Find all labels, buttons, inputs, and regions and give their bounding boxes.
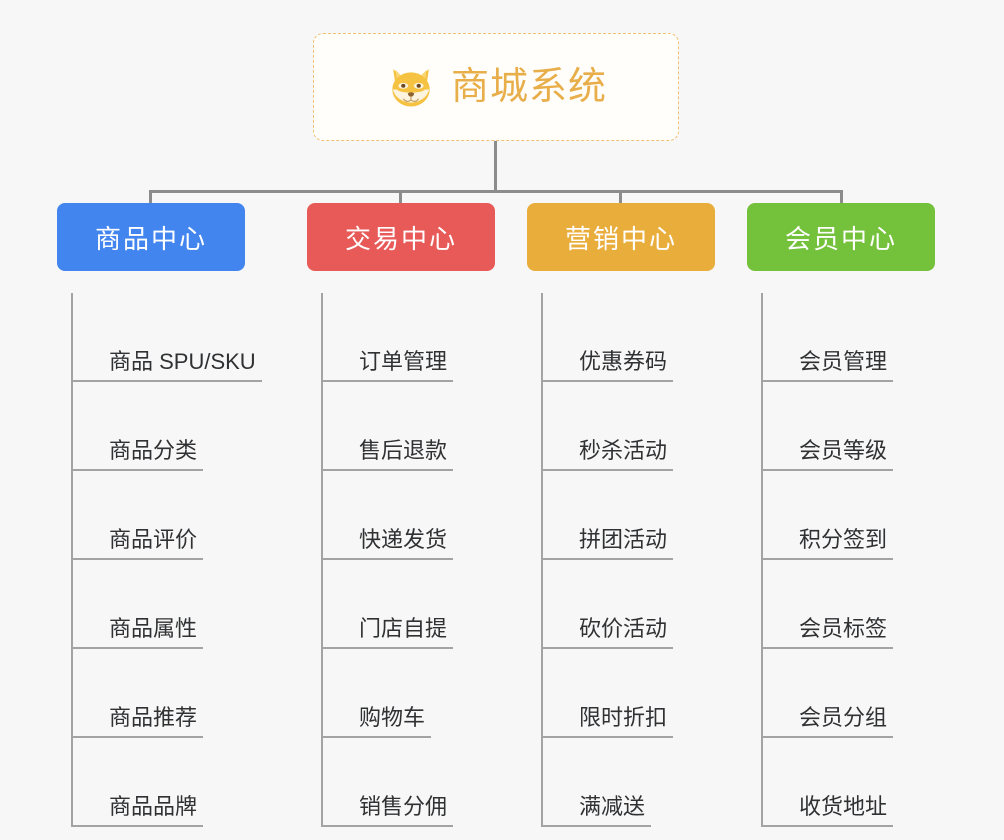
leaf-item-label: 拼团活动 — [575, 526, 674, 560]
leaf-item[interactable]: 商品推荐 — [73, 649, 245, 738]
leaf-item-label: 满减送 — [575, 793, 652, 827]
category-header-product-center[interactable]: 商品中心 — [57, 203, 245, 271]
leaf-item-label: 商品评价 — [105, 526, 204, 560]
connector-drop-trade-center — [399, 190, 402, 208]
leaf-item-label: 门店自提 — [355, 615, 454, 649]
category-header-label: 交易中心 — [344, 223, 457, 254]
leaf-item[interactable]: 商品品牌 — [73, 738, 245, 827]
leaf-list-marketing-center: 优惠券码 秒杀活动 拼团活动 砍价活动 限时折扣 满减送 — [541, 293, 715, 827]
category-header-label: 营销中心 — [564, 223, 677, 254]
leaf-item-label: 限时折扣 — [575, 704, 674, 738]
leaf-list-product-center: 商品 SPU/SKU 商品分类 商品评价 商品属性 商品推荐 商品品牌 — [71, 293, 262, 827]
column-trade-center: 交易中心 订单管理 售后退款 快递发货 门店自提 购物车 销售分佣 — [307, 203, 495, 827]
leaf-item[interactable]: 积分签到 — [763, 471, 935, 560]
leaf-item-label: 商品属性 — [105, 615, 204, 649]
leaf-item[interactable]: 限时折扣 — [543, 649, 715, 738]
leaf-item[interactable]: 商品评价 — [73, 471, 245, 560]
leaf-item[interactable]: 商品属性 — [73, 560, 245, 649]
category-header-member-center[interactable]: 会员中心 — [747, 203, 935, 271]
leaf-item[interactable]: 会员标签 — [763, 560, 935, 649]
leaf-item[interactable]: 拼团活动 — [543, 471, 715, 560]
leaf-item-label: 快递发货 — [355, 526, 454, 560]
leaf-item[interactable]: 收货地址 — [763, 738, 935, 827]
category-header-marketing-center[interactable]: 营销中心 — [527, 203, 715, 271]
connector-drop-marketing-center — [619, 190, 622, 208]
leaf-item-label: 秒杀活动 — [575, 437, 674, 471]
leaf-item-label: 会员标签 — [795, 615, 894, 649]
leaf-item-label: 商品 SPU/SKU — [105, 348, 262, 382]
leaf-item[interactable]: 会员管理 — [763, 293, 935, 382]
leaf-item[interactable]: 满减送 — [543, 738, 715, 827]
leaf-item[interactable]: 快递发货 — [323, 471, 495, 560]
leaf-item[interactable]: 商品分类 — [73, 382, 245, 471]
column-marketing-center: 营销中心 优惠券码 秒杀活动 拼团活动 砍价活动 限时折扣 满减送 — [527, 203, 715, 827]
leaf-item-label: 积分签到 — [795, 526, 894, 560]
category-header-label: 商品中心 — [94, 223, 207, 254]
connector-root-stem — [494, 141, 497, 193]
leaf-list-member-center: 会员管理 会员等级 积分签到 会员标签 会员分组 收货地址 — [761, 293, 935, 827]
leaf-item[interactable]: 砍价活动 — [543, 560, 715, 649]
leaf-item[interactable]: 会员等级 — [763, 382, 935, 471]
leaf-item-label: 商品品牌 — [105, 793, 204, 827]
connector-drop-member-center — [840, 190, 843, 208]
leaf-item[interactable]: 会员分组 — [763, 649, 935, 738]
leaf-item[interactable]: 购物车 — [323, 649, 495, 738]
leaf-item[interactable]: 销售分佣 — [323, 738, 495, 827]
leaf-item-label: 销售分佣 — [355, 793, 454, 827]
root-node-label: 商城系统 — [450, 66, 607, 108]
column-member-center: 会员中心 会员管理 会员等级 积分签到 会员标签 会员分组 收货地址 — [747, 203, 935, 827]
leaf-list-trade-center: 订单管理 售后退款 快递发货 门店自提 购物车 销售分佣 — [321, 293, 495, 827]
leaf-item[interactable]: 门店自提 — [323, 560, 495, 649]
category-header-label: 会员中心 — [784, 223, 897, 254]
leaf-item-label: 优惠券码 — [575, 348, 674, 382]
leaf-item-label: 订单管理 — [355, 348, 454, 382]
leaf-item-label: 售后退款 — [355, 437, 454, 471]
leaf-item[interactable]: 订单管理 — [323, 293, 495, 382]
leaf-item-label: 会员管理 — [795, 348, 894, 382]
leaf-item-label: 会员分组 — [795, 704, 894, 738]
connector-horizontal-bus — [149, 190, 843, 193]
category-header-trade-center[interactable]: 交易中心 — [307, 203, 495, 271]
leaf-item-label: 砍价活动 — [575, 615, 674, 649]
connector-drop-product-center — [149, 190, 152, 208]
shiba-inu-dog-face-icon — [392, 69, 430, 107]
leaf-item-label: 收货地址 — [795, 793, 894, 827]
column-product-center: 商品中心 商品 SPU/SKU 商品分类 商品评价 商品属性 商品推荐 商品品牌 — [57, 203, 262, 827]
leaf-item-label: 购物车 — [355, 704, 432, 738]
leaf-item-label: 会员等级 — [795, 437, 894, 471]
leaf-item-label: 商品推荐 — [105, 704, 204, 738]
leaf-item-label: 商品分类 — [105, 437, 204, 471]
leaf-item[interactable]: 售后退款 — [323, 382, 495, 471]
leaf-item[interactable]: 优惠券码 — [543, 293, 715, 382]
leaf-item[interactable]: 秒杀活动 — [543, 382, 715, 471]
leaf-item[interactable]: 商品 SPU/SKU — [73, 293, 262, 382]
root-node-商城系统[interactable]: 商城系统 — [313, 33, 679, 141]
